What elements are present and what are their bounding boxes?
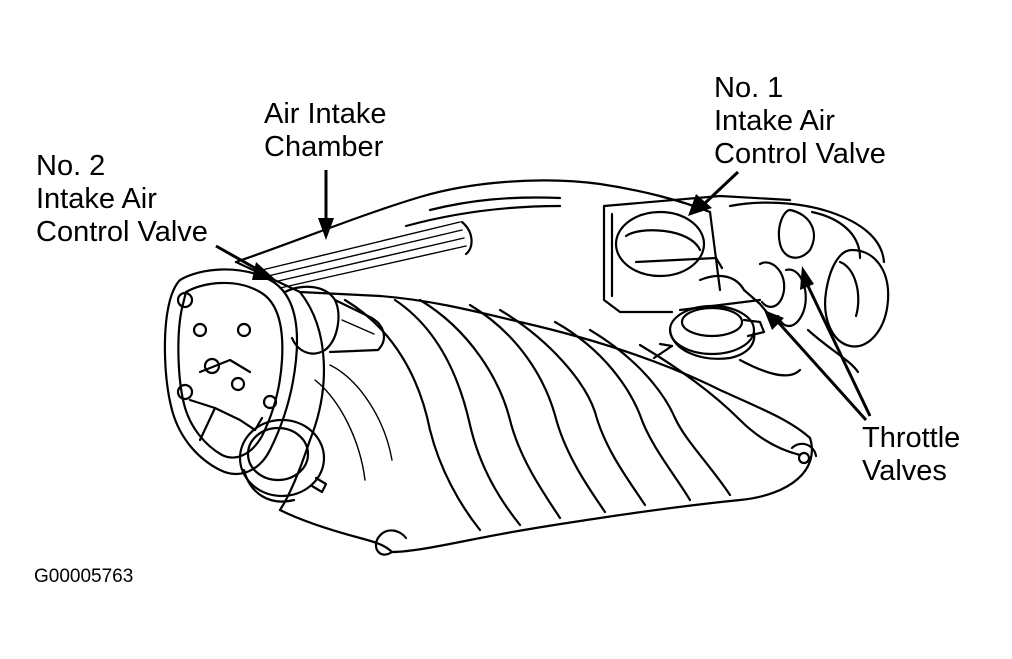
label-line: Control Valve	[714, 138, 886, 170]
label-line: Chamber	[264, 131, 384, 163]
label-line: Intake Air	[714, 105, 835, 137]
no2-valve-actuator	[238, 416, 328, 503]
left-cover-plate	[163, 268, 299, 475]
label-line: No. 1	[714, 72, 784, 104]
label-no1-intake-air-control-valve: No. 1 Intake Air Control Valve	[714, 72, 886, 171]
chamber-end-cylinder	[283, 285, 386, 355]
throttle-body	[602, 194, 890, 374]
chamber-ribs	[261, 220, 473, 289]
label-no2-intake-air-control-valve: No. 2 Intake Air Control Valve	[36, 150, 208, 249]
no1-valve-actuator	[652, 274, 802, 377]
intake-runners	[314, 298, 802, 532]
leader-arrows	[215, 170, 872, 422]
figure-code: G00005763	[34, 566, 134, 587]
label-throttle-valves: Throttle Valves	[862, 422, 960, 488]
manifold-body	[234, 179, 813, 556]
label-line: Intake Air	[36, 183, 157, 215]
label-line: No. 2	[36, 150, 106, 182]
label-line: Throttle	[862, 422, 961, 454]
label-air-intake-chamber: Air Intake Chamber	[264, 98, 387, 164]
label-line: Control Valve	[36, 216, 208, 248]
mounting-boss	[790, 442, 818, 465]
label-line: Air Intake	[264, 98, 387, 130]
label-line: Valves	[862, 455, 947, 487]
